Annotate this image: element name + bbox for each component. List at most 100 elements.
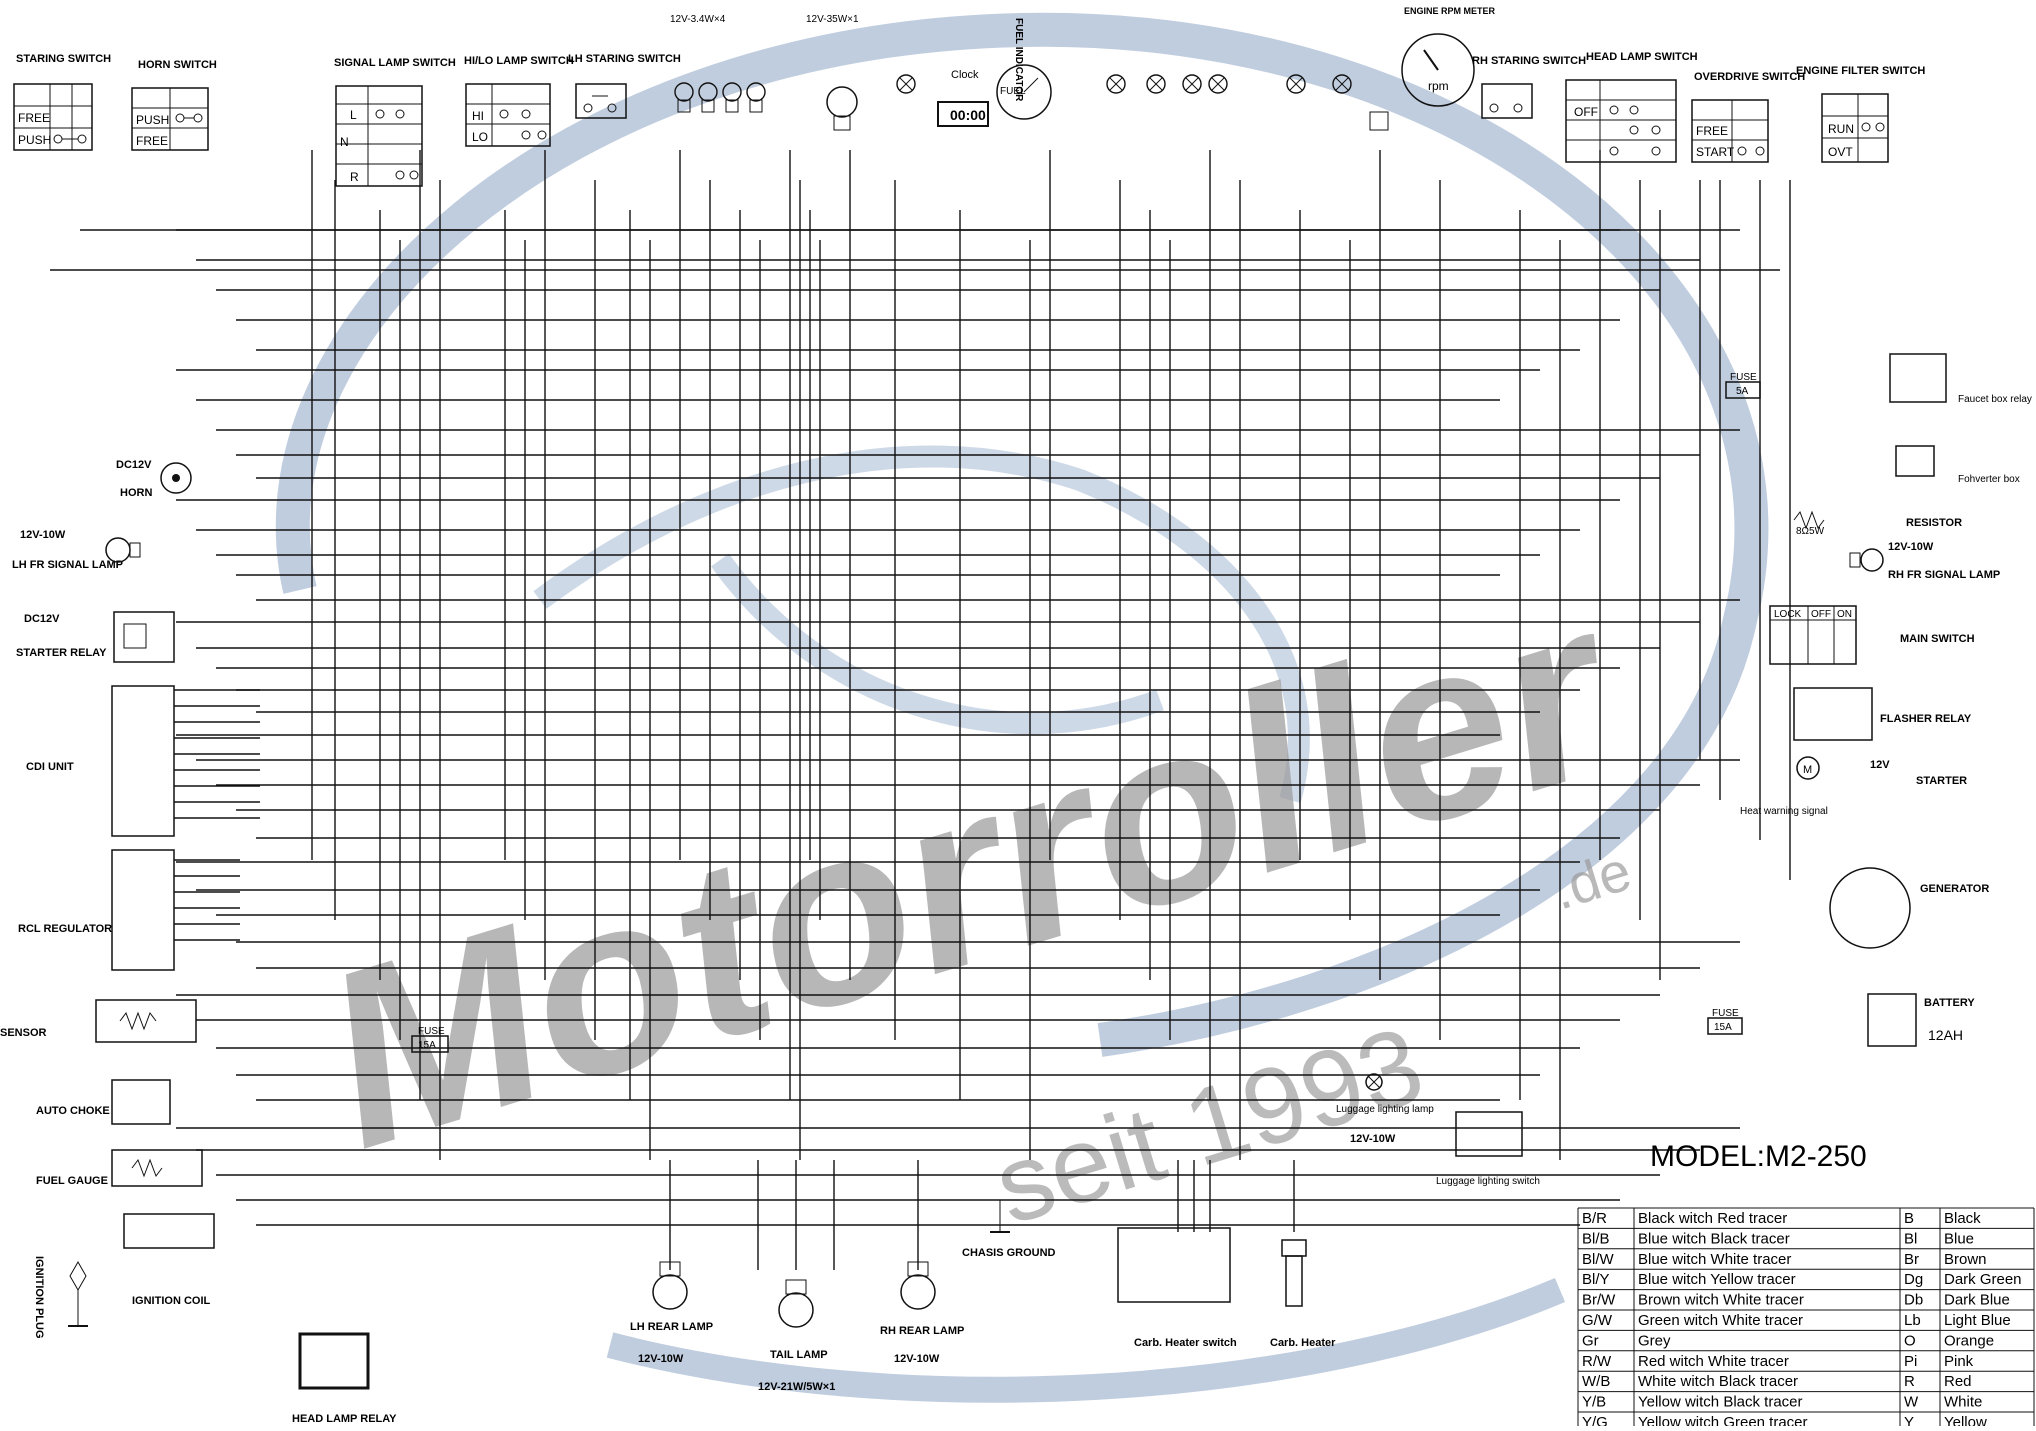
tail-lamp-rating: 12V-21W/5W×1 <box>758 1381 835 1393</box>
rh-rear-lamp: RH REAR LAMP 12V-10W <box>880 1261 964 1365</box>
legend-desc: Grey <box>1638 1332 1671 1349</box>
fuel-gauge-icon <box>996 64 1052 120</box>
starter-relay-rating: DC12V <box>24 613 60 625</box>
legend-desc: Blue <box>1944 1230 1974 1247</box>
battery-label: BATTERY <box>1924 997 1975 1009</box>
starter-name: STARTER <box>1916 775 1967 787</box>
legend-code: R <box>1904 1373 1915 1390</box>
starter-relay: DC12V STARTER RELAY <box>16 611 175 663</box>
main-switch-col-lock: LOCK <box>1774 609 1802 620</box>
signal-lamp-switch-label: SIGNAL LAMP SWITCH <box>334 57 456 69</box>
legend-code: Lb <box>1904 1312 1921 1329</box>
rh-fr-signal-rating: 12V-10W <box>1888 541 1934 553</box>
head-lamp-switch: HEAD LAMP SWITCH OFF <box>1565 51 1698 163</box>
main-switch-label: MAIN SWITCH <box>1900 633 1975 645</box>
heat-warning-signal: Heat warning signal <box>1740 806 1828 817</box>
rcl-regulator-label: RCL REGULATOR <box>18 923 112 935</box>
ignition-plug-label: IGNITION PLUG <box>33 1256 45 1339</box>
engine-rpm-meter: ENGINE RPM METER rpm <box>1369 6 1496 131</box>
fuse-left-label: FUSE <box>418 1026 445 1037</box>
legend-code: Bl <box>1904 1230 1917 1247</box>
rcl-regulator: RCL REGULATOR <box>18 849 175 971</box>
legend-code: Y/G <box>1582 1414 1608 1426</box>
fuse-battery-label: FUSE <box>1712 1008 1739 1019</box>
fuel-gauge-text: FUEL <box>1000 86 1026 97</box>
battery-rating: 12AH <box>1928 1027 1963 1043</box>
cdi-unit-label: CDI UNIT <box>26 761 74 773</box>
legend-code: Pi <box>1904 1353 1917 1370</box>
legend-code: G/W <box>1582 1312 1613 1329</box>
generator-icon <box>1829 867 1911 949</box>
legend-desc: Dark Green <box>1944 1271 2022 1288</box>
head-lamp: 12V-35W×1 <box>806 14 859 131</box>
starter-relay-name: STARTER RELAY <box>16 647 107 659</box>
legend-desc: Blue witch White tracer <box>1638 1251 1791 1268</box>
lh-fr-signal-rating: 12V-10W <box>20 529 66 541</box>
overdrive-switch: OVERDRIVE SWITCH FREE START <box>1691 71 1805 163</box>
horn: DC12V HORN <box>116 459 192 499</box>
indicator-lamp-icon <box>1286 74 1306 94</box>
lh-rear-lamp-bulb-icon <box>652 1274 688 1310</box>
legend-code: R/W <box>1582 1353 1612 1370</box>
signal-switch-row-n: N <box>340 135 349 149</box>
legend-code: Gr <box>1582 1332 1599 1349</box>
hilo-lamp-switch: HI/LO LAMP SWITCH HI LO <box>464 55 574 147</box>
legend-code: W/B <box>1582 1373 1610 1390</box>
horn-name: HORN <box>120 487 152 499</box>
rh-fr-signal-name: RH FR SIGNAL LAMP <box>1888 569 2000 581</box>
lh-fr-signal-name: LH FR SIGNAL LAMP <box>12 559 123 571</box>
rh-starting-switch: RH STARING SWITCH <box>1472 55 1586 119</box>
front-lamp-bulb-icon <box>746 82 766 102</box>
resistor: 8Ω5W RESISTOR <box>1793 510 1962 537</box>
legend-code: W <box>1904 1394 1919 1411</box>
legend-desc: Black <box>1944 1210 1981 1227</box>
indicator-lamps <box>896 74 1352 94</box>
fohverter-box-label: Fohverter box <box>1958 474 2020 485</box>
hilo-row-lo: LO <box>472 130 488 144</box>
legend-code: B/R <box>1582 1210 1607 1227</box>
chassis-ground-label: CHASIS GROUND <box>962 1247 1056 1259</box>
front-lamps-rating: 12V-3.4W×4 <box>670 14 726 25</box>
overdrive-row-start: START <box>1696 145 1735 159</box>
legend-code: Y/B <box>1582 1394 1606 1411</box>
resistor-value: 8Ω5W <box>1796 526 1825 537</box>
lh-start-switch-label: LH STARING SWITCH <box>568 53 681 65</box>
legend-code: Y <box>1904 1414 1914 1426</box>
front-lamp-bulb-icon <box>698 82 718 102</box>
flasher-relay: FLASHER RELAY <box>1793 687 1972 741</box>
rh-rear-lamp-bulb-icon <box>900 1274 936 1310</box>
fuse-battery: FUSE 15A <box>1707 1008 1743 1035</box>
rh-fr-signal-lamp: 12V-10W RH FR SIGNAL LAMP <box>1849 541 2000 581</box>
fuse-tr-label: FUSE <box>1730 372 1757 383</box>
luggage-lamp-name: Luggage lighting lamp <box>1336 1104 1434 1115</box>
lh-rear-lamp-rating: 12V-10W <box>638 1353 684 1365</box>
starter-motor-icon <box>1796 756 1820 780</box>
legend-desc: Green witch White tracer <box>1638 1312 1803 1329</box>
clock-label: Clock <box>951 69 979 81</box>
legend-desc: Pink <box>1944 1353 1974 1370</box>
carb-heater-label: Carb. Heater <box>1270 1337 1336 1349</box>
tail-lamp: TAIL LAMP 12V-21W/5W×1 <box>758 1279 835 1393</box>
indicator-lamp-icon <box>1332 74 1352 94</box>
carb-heater-switch: Carb. Heater switch <box>1117 1227 1237 1349</box>
legend-desc: White witch Black tracer <box>1638 1373 1798 1390</box>
legend-desc: Black witch Red tracer <box>1638 1210 1787 1227</box>
starter-motor: M 12V STARTER <box>1796 756 1967 787</box>
legend-code: Br/W <box>1582 1292 1616 1309</box>
ignition-plug: IGNITION PLUG <box>33 1256 88 1339</box>
head-lamp-relay-label: HEAD LAMP RELAY <box>292 1413 397 1425</box>
carb-heater: Carb. Heater <box>1270 1239 1336 1349</box>
tachometer-icon <box>1401 33 1475 107</box>
signal-switch-row-l: L <box>350 108 357 122</box>
legend-desc: Yellow <box>1944 1414 1987 1426</box>
carb-heater-switch-label: Carb. Heater switch <box>1134 1337 1237 1349</box>
indicator-lamp-icon <box>1146 74 1166 94</box>
fuel-gauge: FUEL GAUGE <box>36 1149 203 1187</box>
legend-desc: Red <box>1944 1373 1972 1390</box>
rh-rear-lamp-rating: 12V-10W <box>894 1353 940 1365</box>
horn-switch-row-free: FREE <box>136 134 168 148</box>
starting-switch: STARING SWITCH FREE PUSH <box>13 53 111 151</box>
luggage-lamp-icon <box>1365 1073 1383 1091</box>
overdrive-switch-label: OVERDRIVE SWITCH <box>1694 71 1805 83</box>
